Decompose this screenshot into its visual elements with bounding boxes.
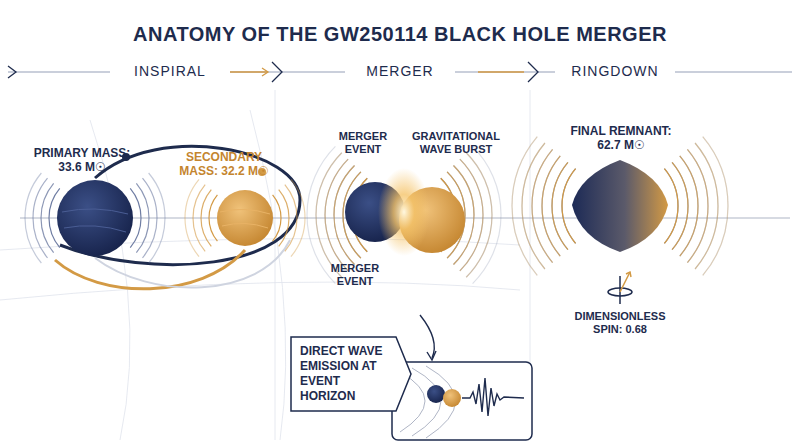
event-label: GRAVITATIONAL WAVE BURST [404, 130, 508, 156]
callout-text: DIRECT WAVE EMISSION AT EVENT HORIZON [300, 344, 390, 404]
phase-label: RINGDOWN [555, 63, 675, 80]
callout-box: DIRECT WAVE EMISSION AT EVENT HORIZON [290, 336, 412, 412]
event-label: MERGER EVENT [330, 130, 396, 156]
remnant-label: FINAL REMNANT: 62.7 M☉ [566, 124, 676, 153]
event-label: MERGER EVENT [322, 262, 388, 288]
mass-label: PRIMARY MASS: 33.6 M☉ [30, 146, 134, 175]
mass-label: SECONDARY MASS: 32.2 M☉ [168, 150, 280, 179]
phase-label: INSPIRAL [110, 63, 230, 80]
spin-label: DIMENSIONLESS SPIN: 0.68 [560, 310, 680, 336]
phase-label: MERGER [345, 63, 455, 80]
diagram-title: ANATOMY OF THE GW250114 BLACK HOLE MERGE… [0, 22, 800, 46]
